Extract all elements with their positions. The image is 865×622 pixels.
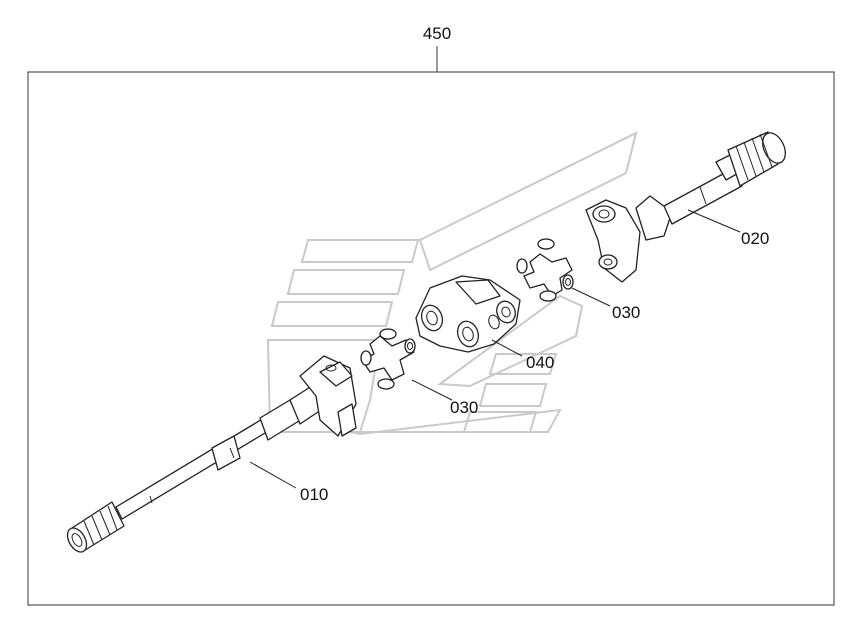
callout-leader-020 [687,209,741,233]
callout-leader-030-lower [411,379,453,401]
callout-label-020: 020 [741,229,769,248]
shaft-010[interactable] [64,355,357,555]
callout-leader-010 [249,461,297,489]
callout-label-040: 040 [526,353,554,372]
center-yoke-040[interactable] [415,275,521,353]
diagram-frame [27,71,835,606]
callout-label-030-upper: 030 [612,303,640,322]
assembly-number-label: 450 [423,24,451,43]
cross-joint-030-lower[interactable] [360,328,416,390]
callout-label-010: 010 [300,485,328,504]
callout-label-030-lower: 030 [450,398,478,417]
cross-joint-030-upper[interactable] [516,238,574,302]
shaft-020[interactable] [585,129,790,283]
watermark-logo [266,131,638,436]
callout-leader-030-upper [571,287,611,307]
callout-leader-040 [491,339,523,357]
